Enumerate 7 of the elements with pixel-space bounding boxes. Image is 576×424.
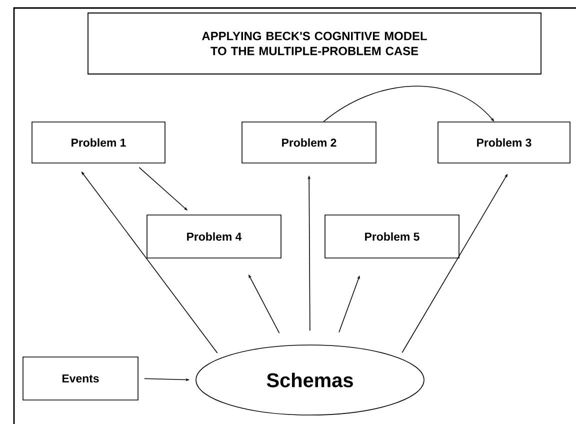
problem-box: Problem 1 bbox=[32, 122, 166, 164]
title-box: APPLYING BECK'S COGNITIVE MODEL TO THE MULTIPLE-PROBLEM CASE bbox=[88, 12, 542, 74]
problem-box: Problem 3 bbox=[438, 122, 570, 164]
problem-box: Events bbox=[22, 356, 138, 400]
problem-box: Problem 4 bbox=[146, 214, 282, 258]
problem-box: Problem 5 bbox=[324, 214, 460, 258]
problem-box: Problem 2 bbox=[242, 122, 376, 164]
